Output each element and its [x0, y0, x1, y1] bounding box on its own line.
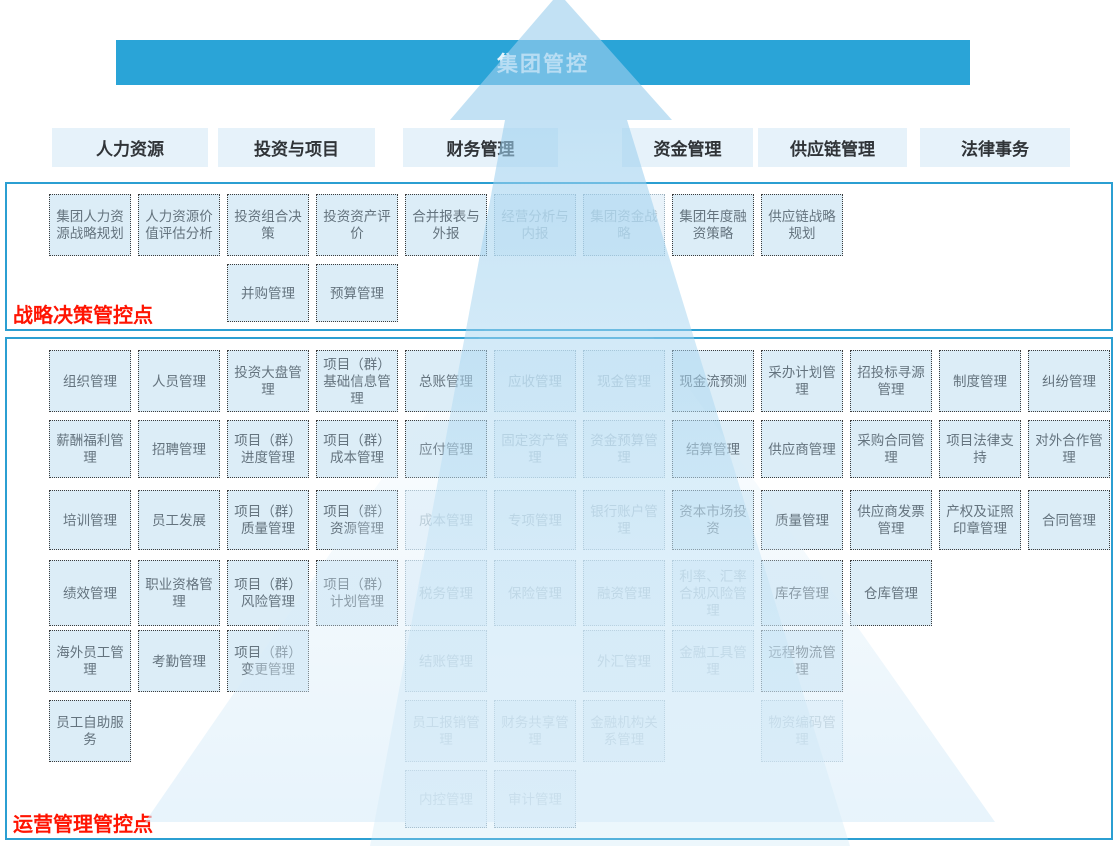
control-box: 供应商管理: [761, 420, 843, 478]
control-box: 人员管理: [138, 350, 220, 412]
column-header-hr: 人力资源: [52, 128, 208, 167]
control-box: 金融工具管理: [672, 630, 754, 692]
control-box: 合并报表与外报: [405, 194, 487, 256]
control-box: 总账管理: [405, 350, 487, 412]
control-box: 集团资金战略: [583, 194, 665, 256]
control-box: 专项管理: [494, 490, 576, 550]
control-box: 结账管理: [405, 630, 487, 692]
control-box: 集团年度融资策略: [672, 194, 754, 256]
control-box: 质量管理: [761, 490, 843, 550]
control-box: 保险管理: [494, 560, 576, 626]
control-box: 考勤管理: [138, 630, 220, 692]
control-box: 项目（群）资源管理: [316, 490, 398, 550]
control-box: 项目（群）变更管理: [227, 630, 309, 692]
control-box: 员工报销管理: [405, 700, 487, 762]
control-box: 内控管理: [405, 770, 487, 828]
control-box: 职业资格管理: [138, 560, 220, 626]
control-box: 纠纷管理: [1028, 350, 1110, 412]
control-box: 招投标寻源管理: [850, 350, 932, 412]
control-box: 组织管理: [49, 350, 131, 412]
banner: 集团管控: [116, 40, 970, 85]
control-box: 供应商发票管理: [850, 490, 932, 550]
control-box: 结算管理: [672, 420, 754, 478]
control-box: 审计管理: [494, 770, 576, 828]
control-box: 经营分析与内报: [494, 194, 576, 256]
operations-section-label: 运营管理管控点: [13, 814, 153, 836]
control-box: 项目（群）基础信息管理: [316, 350, 398, 412]
control-box: 人力资源价值评估分析: [138, 194, 220, 256]
control-box: 对外合作管理: [1028, 420, 1110, 478]
control-box: 库存管理: [761, 560, 843, 626]
control-box: 资本市场投资: [672, 490, 754, 550]
operations-section: 组织管理人员管理投资大盘管理项目（群）基础信息管理总账管理应收管理现金管理现金流…: [5, 337, 1113, 840]
control-box: 海外员工管理: [49, 630, 131, 692]
control-box: 项目（群）进度管理: [227, 420, 309, 478]
column-header-finance: 财务管理: [403, 128, 558, 167]
column-header-investment: 投资与项目: [218, 128, 375, 167]
control-box: 绩效管理: [49, 560, 131, 626]
control-box: 制度管理: [939, 350, 1021, 412]
control-box: 集团人力资源战略规划: [49, 194, 131, 256]
control-box: 银行账户管理: [583, 490, 665, 550]
control-box: 应付管理: [405, 420, 487, 478]
control-box: 财务共享管理: [494, 700, 576, 762]
control-box: 现金流预测: [672, 350, 754, 412]
control-box: 培训管理: [49, 490, 131, 550]
control-box: 融资管理: [583, 560, 665, 626]
control-box: 产权及证照印章管理: [939, 490, 1021, 550]
column-header-legal: 法律事务: [920, 128, 1070, 167]
control-box: 现金管理: [583, 350, 665, 412]
control-box: 投资大盘管理: [227, 350, 309, 412]
control-box: 利率、汇率合规风险管理: [672, 560, 754, 626]
control-box: 项目（群）成本管理: [316, 420, 398, 478]
control-box: 投资资产评价: [316, 194, 398, 256]
control-box: 应收管理: [494, 350, 576, 412]
control-box: 招聘管理: [138, 420, 220, 478]
control-box: 合同管理: [1028, 490, 1110, 550]
strategic-section: 集团人力资源战略规划人力资源价值评估分析投资组合决策投资资产评价合并报表与外报经…: [5, 182, 1113, 331]
strategic-section-label: 战略决策管控点: [13, 305, 153, 327]
control-box: 员工发展: [138, 490, 220, 550]
control-box: 项目（群）计划管理: [316, 560, 398, 626]
control-box: 投资组合决策: [227, 194, 309, 256]
control-box: 预算管理: [316, 264, 398, 322]
control-box: 资金预算管理: [583, 420, 665, 478]
control-box: 物资编码管理: [761, 700, 843, 762]
control-box: 项目法律支持: [939, 420, 1021, 478]
column-header-funds: 资金管理: [622, 128, 753, 167]
control-box: 固定资产管理: [494, 420, 576, 478]
control-box: 薪酬福利管理: [49, 420, 131, 478]
control-box: 远程物流管理: [761, 630, 843, 692]
control-box: 并购管理: [227, 264, 309, 322]
control-box: 仓库管理: [850, 560, 932, 626]
control-box: 项目（群）质量管理: [227, 490, 309, 550]
control-box: 员工自助服务: [49, 700, 131, 762]
control-box: 外汇管理: [583, 630, 665, 692]
column-header-supplychain: 供应链管理: [758, 128, 907, 167]
control-box: 供应链战略规划: [761, 194, 843, 256]
banner-title: 集团管控: [497, 52, 589, 76]
control-box: 成本管理: [405, 490, 487, 550]
control-box: 采购合同管理: [850, 420, 932, 478]
control-box: 税务管理: [405, 560, 487, 626]
control-box: 金融机构关系管理: [583, 700, 665, 762]
control-box: 采办计划管理: [761, 350, 843, 412]
control-box: 项目（群）风险管理: [227, 560, 309, 626]
